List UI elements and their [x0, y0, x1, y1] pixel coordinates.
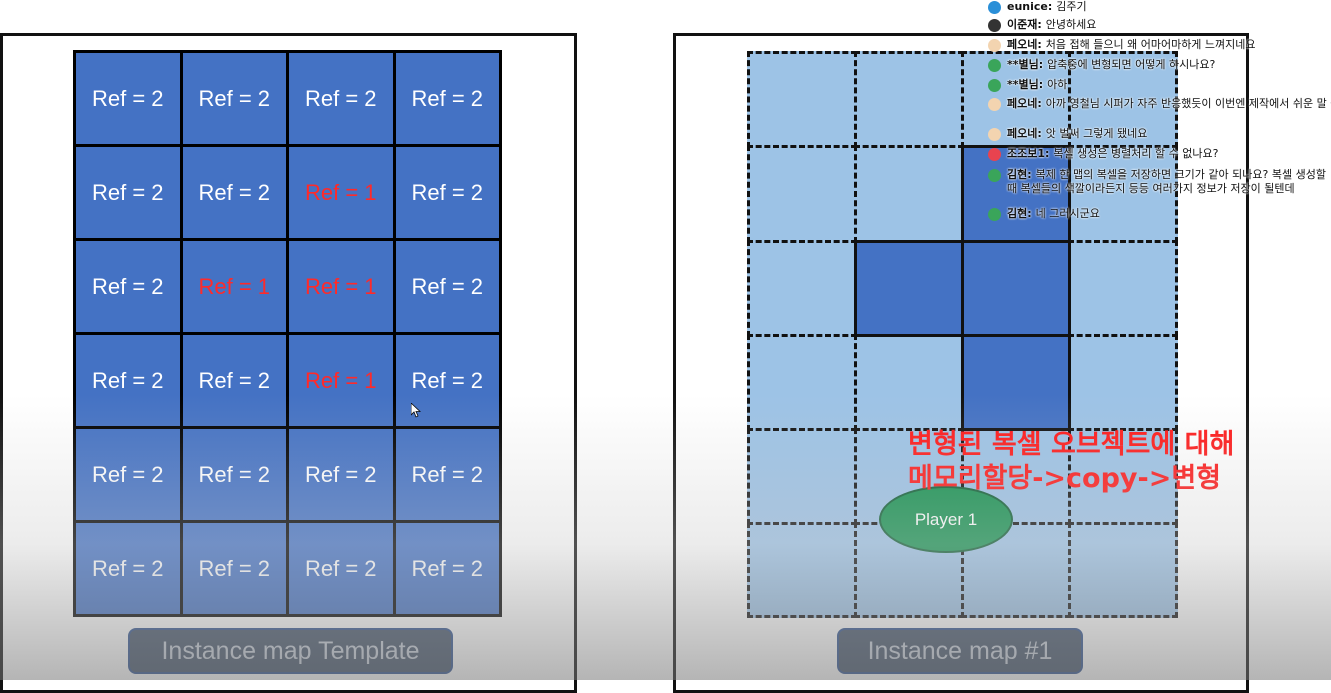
chat-username: 조조보1:	[1007, 147, 1050, 160]
chat-message-text: 안녕하세요	[1045, 18, 1097, 31]
chat-message-text: 처음 접해 들으니 왜 어마어마하게 느껴지네요	[1045, 38, 1256, 51]
chat-username: **별님:	[1007, 58, 1044, 71]
user-avatar-icon	[988, 98, 1001, 111]
chat-username: 이준재:	[1007, 18, 1042, 31]
chat-text: **별님:압축중에 변형되면 어떻게 하시나요?	[1007, 58, 1215, 72]
voxel-cell: Ref = 2	[395, 147, 499, 238]
user-avatar-icon	[988, 79, 1001, 92]
voxel-cell: Ref = 2	[182, 147, 286, 238]
chat-username: 페오네:	[1007, 38, 1042, 51]
modified-voxel-cell	[854, 240, 964, 337]
chat-text: 페오네:아까 영철님 시퍼가 자주 반응했듯이 이번엔 제작에서 쉬운 말 줍이…	[1007, 97, 1331, 111]
user-avatar-icon	[988, 169, 1001, 182]
voxel-cell: Ref = 2	[182, 335, 286, 426]
voxel-cell: Ref = 1	[289, 241, 393, 332]
voxel-cell: Ref = 2	[289, 523, 393, 614]
shared-voxel-cell	[747, 51, 857, 148]
player-label: Player 1	[914, 509, 978, 529]
chat-text: 김현:복제 한 맵의 복셀을 저장하면 크기가 같아 되나요? 복셀 생성할 때…	[1007, 168, 1327, 196]
mouse-cursor-icon	[411, 403, 421, 418]
chat-text: 김현:네 그러시군요	[1007, 207, 1100, 221]
voxel-cell: Ref = 2	[395, 523, 499, 614]
shared-voxel-cell	[747, 334, 857, 431]
user-avatar-icon	[988, 208, 1001, 221]
chat-username: 김현:	[1007, 207, 1032, 220]
player-marker: Player 1	[879, 486, 1013, 553]
chat-message-text: 아하	[1047, 78, 1068, 91]
voxel-cell: Ref = 2	[289, 429, 393, 520]
shared-voxel-cell	[854, 145, 964, 243]
chat-message-text: 아까 영철님 시퍼가 자주 반응했듯이 이번엔 제작에서 쉬운 말 줍이 반응하…	[1045, 97, 1331, 110]
chat-text: 이준재:안녕하세요	[1007, 18, 1096, 32]
voxel-cell: Ref = 2	[395, 429, 499, 520]
chat-username: 페오네:	[1007, 97, 1042, 110]
user-avatar-icon	[988, 39, 1001, 52]
voxel-cell: Ref = 2	[182, 53, 286, 144]
voxel-cell: Ref = 2	[76, 335, 180, 426]
chat-username: eunice:	[1007, 0, 1053, 13]
user-avatar-icon	[988, 59, 1001, 72]
chat-message-text: 김주기	[1056, 0, 1087, 13]
chat-message-text: 복제 한 맵의 복셀을 저장하면 크기가 같아 되나요? 복셀 생성할 때 복셀…	[1007, 168, 1326, 195]
modified-voxel-cell	[961, 240, 1071, 337]
voxel-cell: Ref = 2	[76, 147, 180, 238]
chat-message-text: 복셀 생성은 병렬처리 할 수 없나요?	[1053, 147, 1219, 160]
chat-username: 페오네:	[1007, 127, 1042, 140]
chat-text: 페오네:앗 벌써 그렇게 됐네요	[1007, 127, 1147, 141]
chat-text: eunice:김주기	[1007, 0, 1087, 14]
voxel-cell: Ref = 2	[395, 241, 499, 332]
annotation-line-2: 메모리할당->copy->변형	[908, 463, 1222, 494]
voxel-cell: Ref = 2	[182, 429, 286, 520]
shared-voxel-cell	[747, 145, 857, 243]
template-map-caption: Instance map Template	[128, 628, 453, 674]
user-avatar-icon	[988, 19, 1001, 32]
annotation-line-1: 변형된 복셀 오브젝트에 대해	[908, 429, 1235, 460]
voxel-cell: Ref = 2	[76, 53, 180, 144]
chat-message-text: 압축중에 변형되면 어떻게 하시나요?	[1047, 58, 1216, 71]
modified-voxel-cell	[961, 334, 1071, 431]
shared-voxel-cell	[747, 522, 857, 618]
voxel-cell: Ref = 2	[182, 523, 286, 614]
shared-voxel-cell	[854, 51, 964, 148]
shared-voxel-cell	[747, 240, 857, 337]
voxel-cell: Ref = 2	[76, 429, 180, 520]
user-avatar-icon	[988, 148, 1001, 161]
instance-map-caption: Instance map #1	[837, 628, 1083, 674]
chat-username: **별님:	[1007, 78, 1044, 91]
chat-message-text: 앗 벌써 그렇게 됐네요	[1045, 127, 1148, 140]
chat-text: 조조보1:복셀 생성은 병렬처리 할 수 없나요?	[1007, 147, 1218, 161]
voxel-cell: Ref = 1	[289, 335, 393, 426]
shared-voxel-cell	[854, 334, 964, 431]
chat-message-text: 네 그러시군요	[1035, 207, 1100, 220]
shared-voxel-cell	[1068, 240, 1178, 337]
chat-username: 김현:	[1007, 168, 1032, 181]
shared-voxel-cell	[1068, 334, 1178, 431]
voxel-cell: Ref = 2	[76, 523, 180, 614]
user-avatar-icon	[988, 1, 1001, 14]
chat-text: 페오네:처음 접해 들으니 왜 어마어마하게 느껴지네요	[1007, 38, 1256, 52]
voxel-cell: Ref = 2	[289, 53, 393, 144]
user-avatar-icon	[988, 128, 1001, 141]
voxel-cell: Ref = 1	[289, 147, 393, 238]
voxel-cell: Ref = 1	[182, 241, 286, 332]
shared-voxel-cell	[1068, 522, 1178, 618]
chat-text: **별님:아하	[1007, 78, 1067, 92]
voxel-cell: Ref = 2	[76, 241, 180, 332]
shared-voxel-cell	[747, 428, 857, 525]
voxel-cell: Ref = 2	[395, 53, 499, 144]
